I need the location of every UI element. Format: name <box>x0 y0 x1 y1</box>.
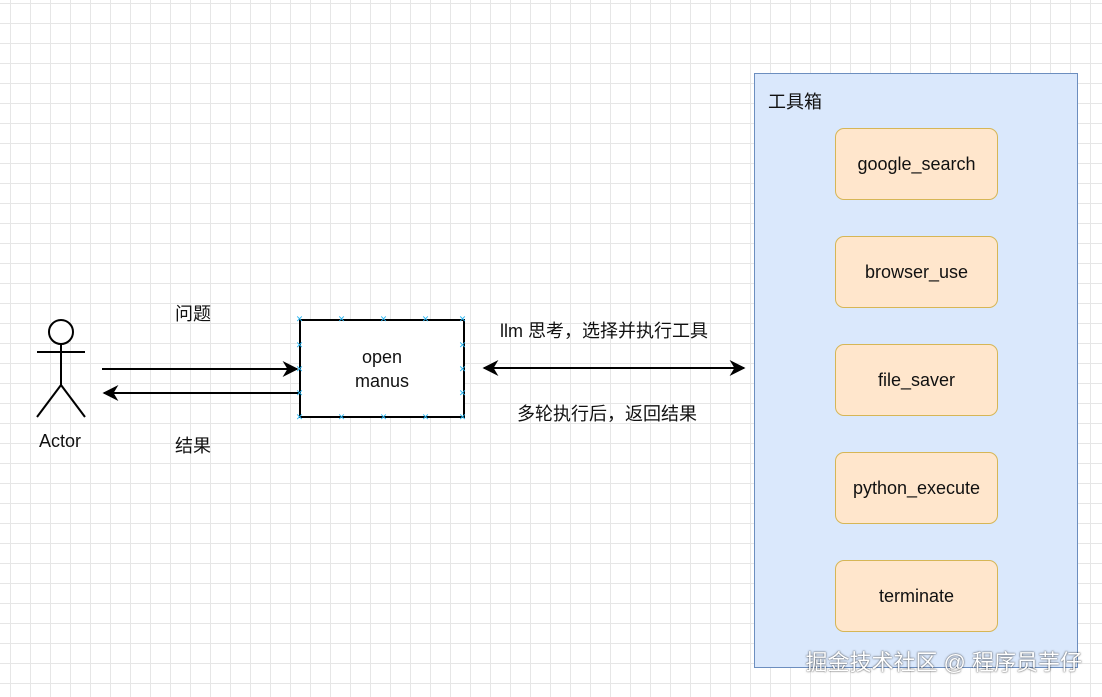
actor-right-leg <box>60 384 86 418</box>
actor-figure[interactable] <box>36 319 86 418</box>
toolbox-container[interactable]: 工具箱 google_search browser_use file_saver… <box>754 73 1078 668</box>
question-edge-label: 问题 <box>175 304 211 324</box>
selection-handle[interactable]: ✕ <box>421 412 430 422</box>
selection-handle[interactable]: ✕ <box>458 340 467 350</box>
actor-head <box>48 319 74 345</box>
llm-edge-label: llm 思考，选择并执行工具 <box>500 321 708 341</box>
selection-handle[interactable]: ✕ <box>295 340 304 350</box>
open-manus-label: open manus <box>354 346 410 391</box>
selection-handle[interactable]: ✕ <box>337 314 346 324</box>
result-edge-label: 结果 <box>175 436 211 456</box>
watermark: 掘金技术社区 @ 程序员芋仔 <box>805 650 1082 675</box>
tool-terminate[interactable]: terminate <box>835 560 998 632</box>
selection-handle[interactable]: ✕ <box>295 314 304 324</box>
return-edge-label: 多轮执行后，返回结果 <box>517 404 697 424</box>
toolbox-title: 工具箱 <box>768 92 822 112</box>
selection-handle[interactable]: ✕ <box>295 388 304 398</box>
tool-browser-use[interactable]: browser_use <box>835 236 998 308</box>
selection-handle[interactable]: ✕ <box>421 314 430 324</box>
selection-handle[interactable]: ✕ <box>337 412 346 422</box>
selection-handle[interactable]: ✕ <box>458 412 467 422</box>
open-manus-node[interactable]: open manus ✕ ✕ ✕ ✕ ✕ ✕ ✕ ✕ ✕ ✕ ✕ ✕ ✕ ✕ ✕… <box>296 315 467 422</box>
selection-handle[interactable]: ✕ <box>295 364 304 374</box>
selection-handle[interactable]: ✕ <box>458 388 467 398</box>
selection-handle[interactable]: ✕ <box>295 412 304 422</box>
tool-python-execute[interactable]: python_execute <box>835 452 998 524</box>
tool-file-saver[interactable]: file_saver <box>835 344 998 416</box>
tool-google-search[interactable]: google_search <box>835 128 998 200</box>
selection-handle[interactable]: ✕ <box>379 412 388 422</box>
selection-handle[interactable]: ✕ <box>458 314 467 324</box>
actor-left-leg <box>36 384 62 418</box>
selection-handle[interactable]: ✕ <box>458 364 467 374</box>
selection-handle[interactable]: ✕ <box>379 314 388 324</box>
actor-label: Actor <box>39 431 82 451</box>
